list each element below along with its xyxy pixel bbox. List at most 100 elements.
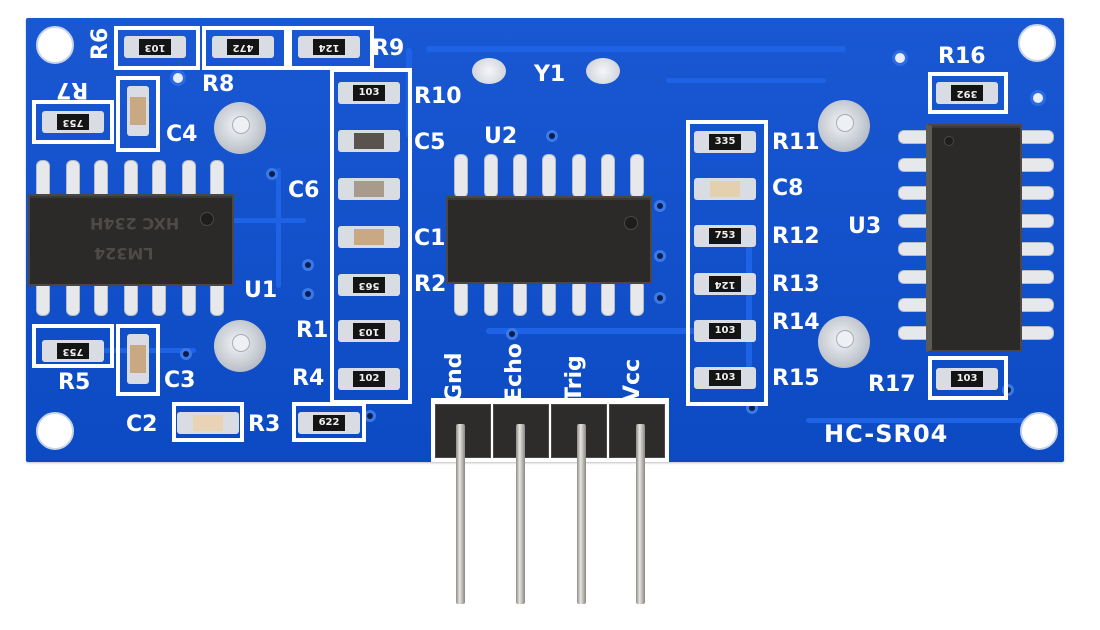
resistor-r2: 563 [338,274,400,296]
silk-frame [928,72,1008,114]
pin1-dot [200,212,214,226]
silk-label-c4: C4 [166,122,198,147]
resistor-r1: 103 [338,320,400,342]
silk-label-trig: Trig [562,355,587,402]
silk-label-y1: Y1 [534,62,566,87]
resistor-code: 472 [227,39,259,55]
resistor-r6: 103 [124,36,186,58]
silk-label-c6: C6 [288,178,320,203]
via [170,70,186,86]
resistor-r11: 335 [694,131,756,153]
resistor-code: 124 [313,39,345,55]
ic-pin [513,154,527,198]
header-pin-leg-vcc [636,424,645,604]
trace [746,238,752,368]
capacitor-c8 [694,178,756,200]
resistor-r15: 103 [694,367,756,389]
silk-label-r11: R11 [772,130,820,155]
capacitor-c3 [127,334,149,384]
trace [226,218,306,223]
ic-u2 [446,196,652,284]
capacitor-body [354,229,384,245]
silk-label-r17: R17 [868,372,916,397]
resistor-r17: 103 [936,368,998,390]
silk-label-u3: U3 [848,214,882,239]
silk-frame [928,356,1008,400]
via [892,50,908,66]
resistor-code: 392 [951,85,983,101]
silk-label-gnd: Gnd [442,352,467,402]
trace [806,418,1056,423]
ic-pin [572,280,586,316]
silk-label-r15: R15 [772,366,820,391]
silk-label-r4: R4 [292,366,325,391]
capacitor-body [193,415,223,431]
resistor-r14: 103 [694,320,756,342]
crystal-pad [472,58,506,84]
resistor-code: 753 [57,343,89,359]
resistor-r10: 103 [338,82,400,104]
silk-label-r10: R10 [414,84,462,109]
resistor-code: 335 [709,134,741,150]
ic-pin [601,154,615,198]
silk-label-r8: R8 [202,72,235,97]
silk-frame [114,26,200,70]
capacitor-body [354,181,384,197]
capacitor-body [354,133,384,149]
ic-pin [542,154,556,198]
header-pin-leg-echo [516,424,525,604]
via [654,250,666,262]
silk-label-r7: R7 [56,77,89,102]
ic-pin [572,154,586,198]
resistor-code: 103 [709,370,741,386]
capacitor-c1 [338,226,400,248]
silk-label-vcc: Vcc [620,358,645,402]
ic-pin [601,280,615,316]
resistor-code: 103 [139,39,171,55]
resistor-r5: 753 [42,340,104,362]
resistor-code: 103 [353,85,385,101]
resistor-r7: 753 [42,111,104,133]
transducer-pad [214,320,266,372]
silk-frame [172,402,244,442]
ic-marking: HXC 234H [90,214,180,233]
mount-hole-top-right [1018,24,1056,62]
resistor-code: 124 [709,276,741,292]
silk-frame [32,100,114,144]
capacitor-body [130,345,146,373]
resistor-code: 103 [951,371,983,387]
mount-hole-bottom-right [1020,412,1058,450]
header-pin-leg-trig [577,424,586,604]
silk-label-c2: C2 [126,412,158,437]
trace [276,168,281,288]
pin1-dot [624,216,638,230]
silk-label-r16: R16 [938,44,986,69]
resistor-r13: 124 [694,273,756,295]
ic-pin [484,280,498,316]
via [546,130,558,142]
transducer-pad [818,316,870,368]
resistor-r9: 124 [298,36,360,58]
silk-label-r9: R9 [372,36,405,61]
capacitor-c6 [338,178,400,200]
ic-pin [513,280,527,316]
silk-frame [32,324,114,368]
resistor-code: 103 [353,323,385,339]
silk-frame-column [330,68,412,404]
capacitor-c2 [177,412,239,434]
ic-pin [630,154,644,198]
board-name-label: HC-SR04 [824,420,949,448]
capacitor-c5 [338,130,400,152]
silk-frame-column [686,120,768,406]
via [180,348,192,360]
silk-label-u2: U2 [484,124,518,149]
resistor-code: 622 [313,415,345,431]
silk-label-c1: C1 [414,226,446,251]
trace [666,78,826,83]
resistor-code: 103 [709,323,741,339]
ic-marking: LM324 [94,244,154,263]
capacitor-body [130,97,146,125]
mount-hole-bottom-left [36,412,74,450]
trace [426,46,846,52]
silk-frame [116,76,160,152]
